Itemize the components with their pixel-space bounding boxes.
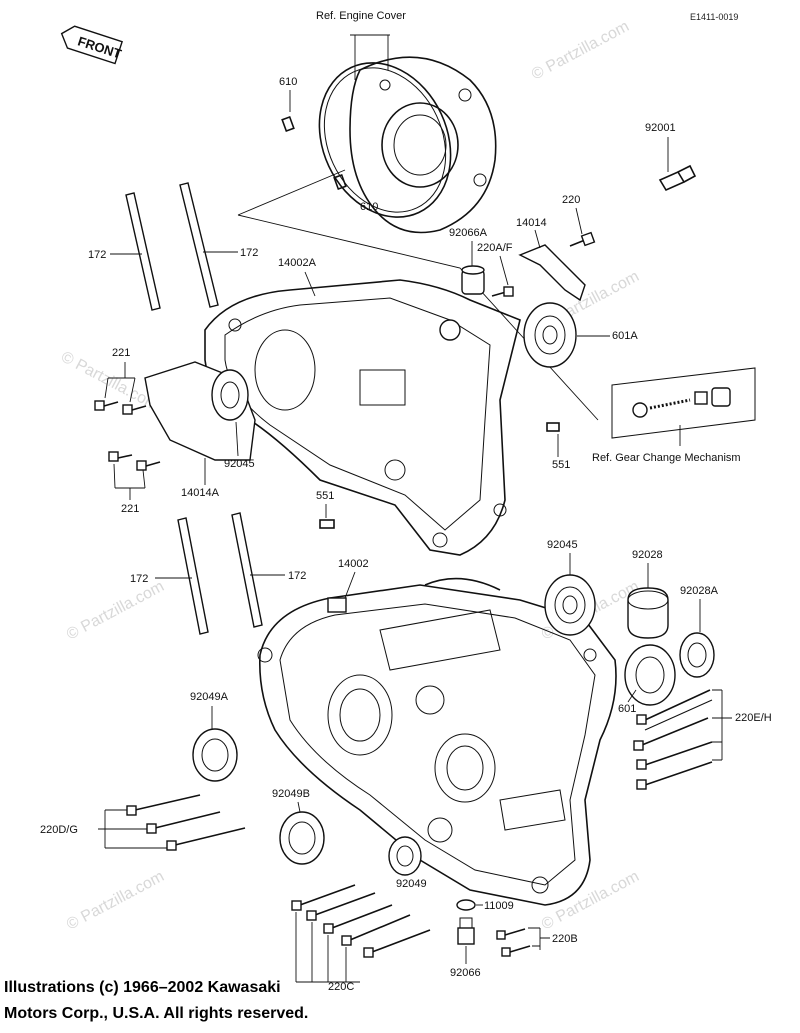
stud-bolt-172: [179, 182, 219, 308]
leader-line: [295, 912, 360, 983]
stud-bolt-172: [177, 517, 209, 635]
bushing-92028: [627, 587, 669, 639]
screw-221: [94, 400, 147, 415]
bolt-220eh: [633, 689, 713, 790]
leader-line: [627, 689, 637, 703]
screw-221: [108, 451, 161, 471]
stud-bolt-172: [231, 512, 263, 628]
bolt-220: [569, 231, 596, 247]
watermarks: © Partzilla.com © Partzilla.com © Partzi…: [58, 18, 642, 934]
watermark-text: © Partzilla.com: [64, 868, 167, 934]
ref-engine-cover-label: Ref. Engine Cover: [316, 10, 406, 22]
part-label-92045: 92045: [224, 458, 255, 470]
leader-line: [235, 421, 239, 457]
part-label-92028: 92028: [632, 549, 663, 561]
leader-line: [113, 463, 146, 500]
leader-line: [237, 169, 599, 421]
bolt-220dg: [126, 794, 246, 851]
part-label-172: 172: [130, 573, 148, 585]
part-label-220af: 220A/F: [477, 242, 513, 254]
leader-line: [297, 801, 301, 813]
bearing-601: [624, 644, 676, 706]
part-label-220b: 220B: [552, 933, 578, 945]
part-label-221: 221: [121, 503, 139, 515]
crankcase-half-14002: [257, 577, 617, 906]
oil-seal-92049a: [192, 728, 238, 782]
bolt-220af: [491, 286, 514, 297]
oil-seal-92045: [211, 369, 249, 421]
front-arrow-icon: FRONT: [60, 25, 123, 65]
copyright-notice: Illustrations (c) 1966–2002 Kawasaki Mot…: [4, 975, 424, 1027]
part-label-14014a: 14014A: [181, 487, 220, 499]
leader-line: [344, 571, 356, 599]
leader-line: [104, 362, 136, 403]
engine-cover: [349, 56, 497, 234]
watermark-text: © Partzilla.com: [64, 578, 167, 644]
bearing-601a: [523, 302, 577, 368]
part-label-92028a: 92028A: [680, 585, 719, 597]
leader-line: [98, 809, 167, 849]
copyright-line-1: Illustrations (c) 1966–2002 Kawasaki: [4, 979, 281, 996]
oil-seal-92049: [388, 836, 422, 876]
drain-plug-92001: [658, 164, 697, 192]
gear-change-mechanism-ref: [611, 367, 756, 439]
part-label-601a: 601A: [612, 330, 638, 342]
engine-cover-gasket: [318, 62, 452, 218]
copyright-line-2: Motors Corp., U.S.A. All rights reserved…: [4, 1005, 309, 1022]
part-label-11009: 11009: [484, 900, 514, 912]
leader-line: [534, 229, 541, 249]
part-label-172: 172: [240, 247, 258, 259]
part-label-92045: 92045: [547, 539, 578, 551]
part-label-92049: 92049: [396, 878, 427, 890]
dowel-pin-610: [333, 173, 347, 191]
part-label-220eh: 220E/H: [735, 712, 772, 724]
part-label-92049a: 92049A: [190, 691, 229, 703]
part-label-220c: 220C: [328, 981, 354, 993]
ref-gear-change-label: Ref. Gear Change Mechanism: [592, 452, 741, 464]
part-label-220: 220: [562, 194, 580, 206]
leader-line: [499, 255, 509, 286]
bolt-220c: [291, 884, 431, 958]
part-label-172: 172: [288, 570, 306, 582]
part-label-92066a: 92066A: [449, 227, 488, 239]
leader-line: [528, 927, 550, 950]
dowel-pin-610: [281, 115, 295, 133]
dowel-pin-551: [546, 422, 560, 432]
part-label-14002: 14002: [338, 558, 369, 570]
part-label-92066: 92066: [450, 967, 481, 979]
part-label-14014: 14014: [516, 217, 547, 229]
watermark-text: © Partzilla.com: [529, 18, 632, 84]
part-label-92001: 92001: [645, 122, 676, 134]
cap-92066a: [461, 265, 485, 295]
part-label-172: 172: [88, 249, 106, 261]
leader-line: [304, 271, 316, 297]
part-label-14002a: 14002A: [278, 257, 317, 269]
part-label-221: 221: [112, 347, 130, 359]
collar-92028a: [679, 632, 715, 678]
oil-seal-92049b: [279, 811, 325, 865]
part-label-551: 551: [552, 459, 570, 471]
washer-11009: [456, 899, 476, 911]
diagram-code: E1411-0019: [690, 12, 738, 22]
leader-line: [350, 34, 390, 80]
part-label-220dg: 220D/G: [40, 824, 78, 836]
part-label-601: 601: [618, 703, 636, 715]
stud-bolt-172: [125, 192, 161, 311]
bracket-14014: [518, 244, 586, 302]
leader-line: [712, 689, 732, 761]
part-label-610: 610: [360, 201, 378, 213]
part-label-551: 551: [316, 490, 334, 502]
dowel-pin-551: [319, 519, 335, 529]
part-label-610: 610: [279, 76, 297, 88]
plug-92066: [457, 917, 475, 945]
part-label-92049b: 92049B: [272, 788, 310, 800]
leader-line: [575, 207, 583, 235]
bearing-92045: [544, 574, 596, 636]
bolt-220b: [496, 928, 531, 957]
